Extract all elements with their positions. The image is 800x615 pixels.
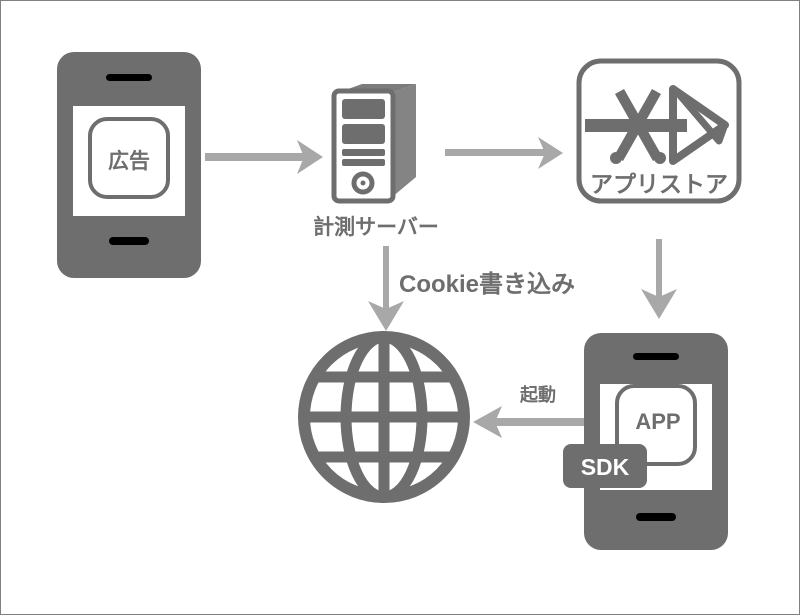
arrow-head-down-icon <box>641 289 677 319</box>
ad-label: 広告 <box>108 149 150 173</box>
app-phone-speaker-icon <box>633 353 679 360</box>
ad-phone-body <box>57 52 201 278</box>
ad-phone-speaker-icon <box>106 74 152 81</box>
globe-node <box>298 331 470 503</box>
sdk-badge-background <box>563 444 647 488</box>
arrow-head-right-icon <box>297 140 323 174</box>
globe-meridian-inner <box>340 331 428 503</box>
server-side-panel <box>391 84 416 198</box>
app-label: APP <box>635 409 680 434</box>
app-phone-body <box>584 333 728 550</box>
google-play-triangle-icon <box>669 85 729 165</box>
app-store-node: アプリストア <box>576 58 742 204</box>
server-power-icon <box>351 171 375 195</box>
sdk-badge: SDK <box>563 444 647 488</box>
arrow-server-to-globe <box>368 246 404 331</box>
launch-label: 起動 <box>519 384 556 405</box>
app-phone-node: APP SDK <box>563 333 728 550</box>
server-front-face <box>331 88 396 204</box>
server-power-dot-icon <box>360 180 366 186</box>
arrow-head-left-icon <box>473 406 502 438</box>
ad-phone-home-button <box>109 237 149 245</box>
server-bay-2 <box>342 124 385 144</box>
arrow-ad-to-server <box>205 140 323 174</box>
arrow-head-down-icon <box>368 301 404 331</box>
app-store-a-icon <box>585 89 687 164</box>
arrow-app-phone-to-globe <box>473 406 591 438</box>
tracking-server-caption: 計測サーバー <box>313 215 439 239</box>
arrow-shaft <box>383 246 389 316</box>
app-tile <box>615 384 697 466</box>
arrow-store-to-app-phone <box>641 239 677 319</box>
ad-app-tile <box>88 117 170 199</box>
server-slot-2 <box>342 159 385 166</box>
sdk-label: SDK <box>581 454 630 480</box>
app-store-tile-border <box>576 58 742 204</box>
server-bay-1 <box>342 99 385 119</box>
arrow-shaft <box>656 239 662 301</box>
app-phone-home-button <box>636 513 676 521</box>
arrow-shaft <box>495 418 591 426</box>
app-store-caption: アプリストア <box>590 171 728 197</box>
arrow-shaft <box>445 149 545 156</box>
arrow-head-right-icon <box>538 137 563 169</box>
arrow-shaft <box>205 153 305 161</box>
server-slot-1 <box>342 149 385 156</box>
tracking-server-node: 計測サーバー <box>313 84 439 239</box>
cookie-write-label: Cookie書き込み <box>399 270 575 298</box>
ad-phone-node: 広告 <box>57 52 201 278</box>
arrow-server-to-store <box>445 137 563 169</box>
